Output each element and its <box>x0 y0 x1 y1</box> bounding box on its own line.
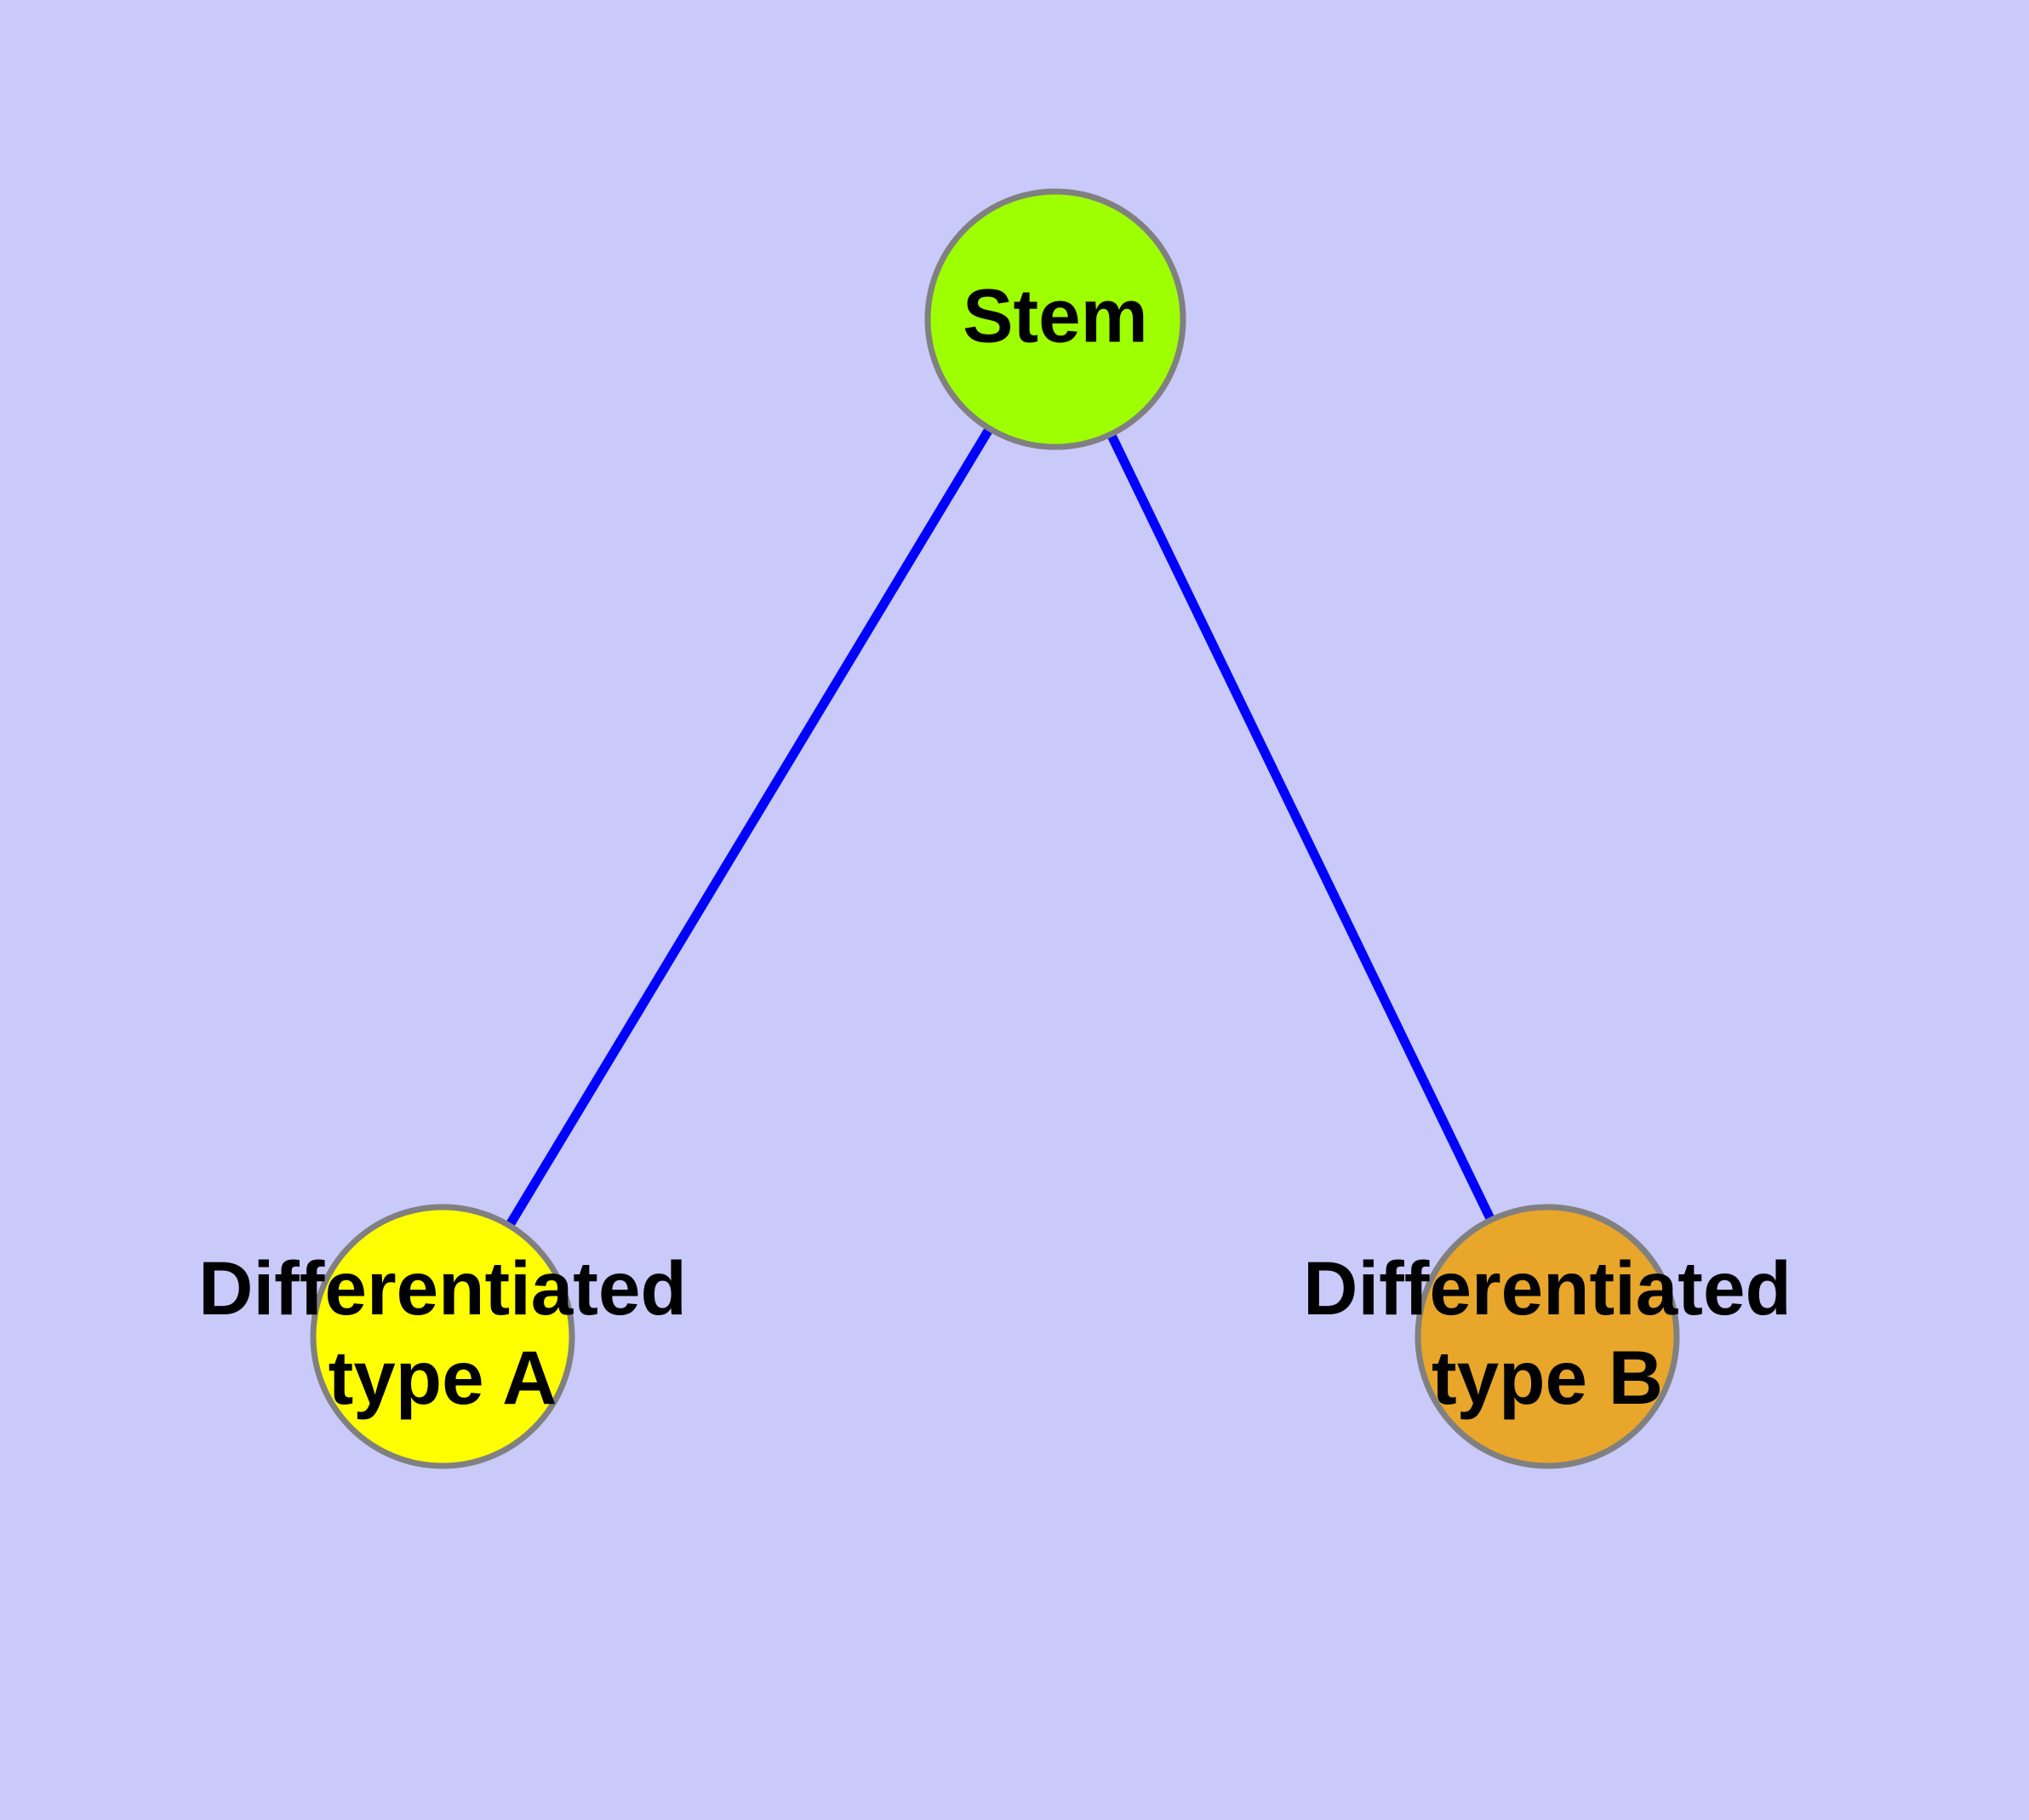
node-differentiated-type-a-circle[interactable] <box>310 1204 575 1469</box>
node-differentiated-type-b[interactable] <box>1415 1204 1680 1469</box>
node-differentiated-type-a[interactable] <box>310 1204 575 1469</box>
node-differentiated-type-b-circle[interactable] <box>1415 1204 1680 1469</box>
node-stem[interactable] <box>924 188 1186 450</box>
node-label-line: Stem <box>963 272 1148 358</box>
node-label-line: type A <box>329 1335 557 1420</box>
edge-layer <box>506 427 1495 1227</box>
node-label-line: type B <box>1432 1335 1663 1420</box>
edge-stem-to-differentiated-type-a[interactable] <box>506 427 993 1227</box>
node-label-line: Differentiated <box>1303 1245 1792 1331</box>
edge-stem-to-differentiated-type-b[interactable] <box>1107 433 1495 1221</box>
node-label-line: Differentiated <box>198 1245 687 1331</box>
node-layer <box>310 188 1680 1469</box>
node-stem-label: Stem <box>963 272 1148 358</box>
node-stem-circle[interactable] <box>924 188 1186 450</box>
